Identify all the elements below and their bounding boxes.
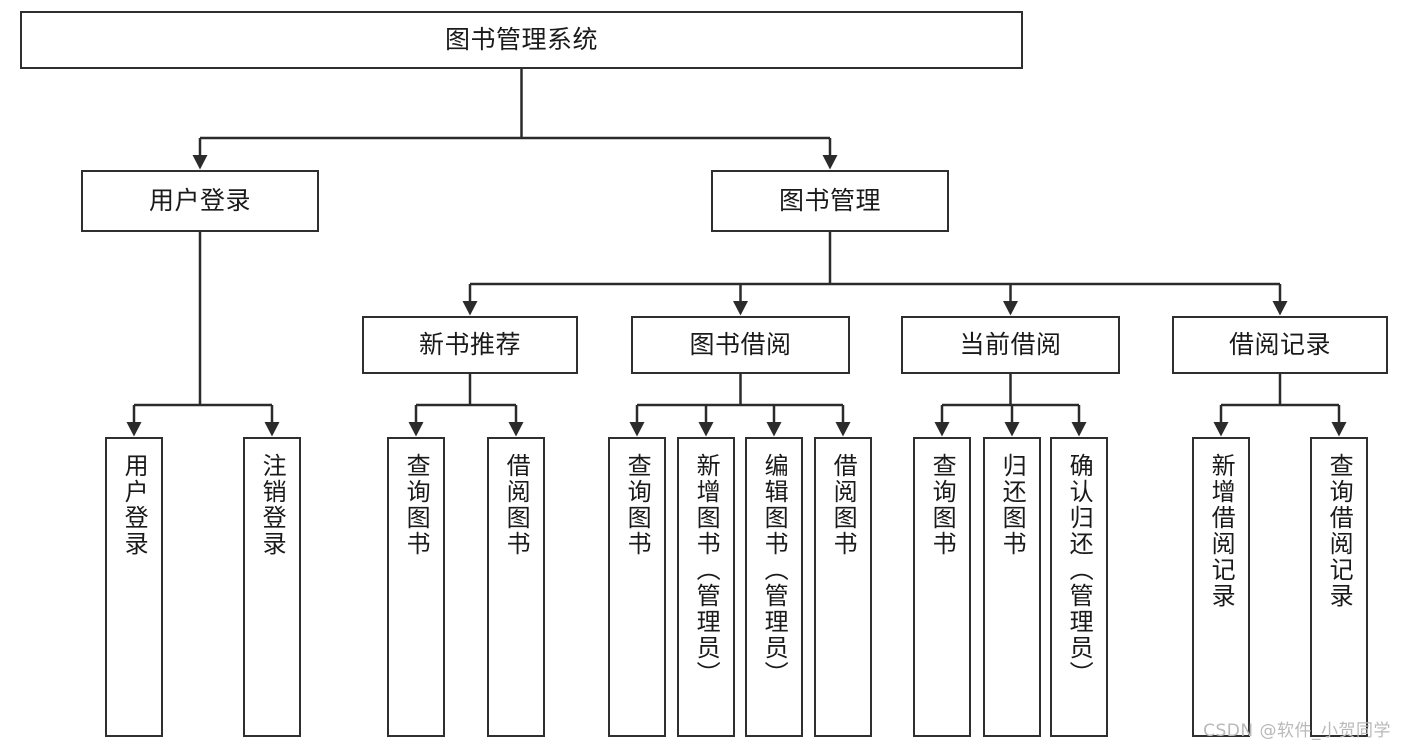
node-label: 查询图书 xyxy=(928,453,957,557)
node-records[interactable]: 借阅记录 xyxy=(1172,316,1388,374)
node-leaf-query-book-2[interactable]: 查询图书 xyxy=(608,437,666,737)
node-label: 查询借阅记录 xyxy=(1325,453,1354,609)
node-leaf-logout[interactable]: 注销登录 xyxy=(243,437,301,737)
node-label: 图书借阅 xyxy=(689,330,792,360)
node-leaf-borrow-book-2[interactable]: 借阅图书 xyxy=(814,437,872,737)
node-label: 新增借阅记录 xyxy=(1207,453,1236,609)
arrowhead-icon xyxy=(698,422,714,437)
node-leaf-query-book-3[interactable]: 查询图书 xyxy=(913,437,971,737)
arrowhead-icon xyxy=(733,301,748,316)
node-label: 当前借阅 xyxy=(959,330,1062,360)
node-label: 注销登录 xyxy=(258,453,287,557)
node-leaf-edit-book[interactable]: 编辑图书（管理员） xyxy=(745,437,803,737)
node-label: 图书管理系统 xyxy=(444,25,598,55)
arrowhead-icon xyxy=(1004,422,1020,437)
node-label: 借阅图书 xyxy=(502,453,531,557)
arrowhead-icon xyxy=(508,422,524,437)
node-label: 新书推荐 xyxy=(418,330,521,360)
arrowhead-icon xyxy=(766,422,782,437)
arrowhead-icon xyxy=(1003,301,1018,316)
arrowhead-icon xyxy=(629,422,645,437)
node-borrow[interactable]: 图书借阅 xyxy=(631,316,850,374)
node-label: 用户登录 xyxy=(148,186,251,216)
arrowhead-icon xyxy=(934,422,950,437)
arrowhead-icon xyxy=(1331,422,1347,437)
arrowhead-icon xyxy=(1071,422,1087,437)
node-label: 借阅图书 xyxy=(829,453,858,557)
node-bookmgmt[interactable]: 图书管理 xyxy=(711,170,949,232)
node-label: 用户登录 xyxy=(120,453,149,557)
node-label: 查询图书 xyxy=(402,453,431,557)
node-current[interactable]: 当前借阅 xyxy=(901,316,1120,374)
arrowhead-icon xyxy=(1213,422,1229,437)
node-label: 归还图书 xyxy=(998,453,1027,557)
arrowhead-icon xyxy=(462,301,478,316)
arrowhead-icon xyxy=(408,422,424,437)
arrowhead-icon xyxy=(192,155,208,170)
node-label: 编辑图书（管理员） xyxy=(760,453,789,687)
node-label: 借阅记录 xyxy=(1228,330,1331,360)
node-leaf-borrow-book-1[interactable]: 借阅图书 xyxy=(487,437,545,737)
node-leaf-add-book[interactable]: 新增图书（管理员） xyxy=(677,437,735,737)
arrowhead-icon xyxy=(835,422,851,437)
node-leaf-query-record[interactable]: 查询借阅记录 xyxy=(1310,437,1368,737)
arrowhead-icon xyxy=(1272,301,1288,316)
watermark: CSDN @软件_小贺同学 xyxy=(1203,721,1391,741)
node-root[interactable]: 图书管理系统 xyxy=(20,11,1023,69)
node-label: 新增图书（管理员） xyxy=(692,453,721,687)
node-leaf-add-record[interactable]: 新增借阅记录 xyxy=(1192,437,1250,737)
node-leaf-confirm-return[interactable]: 确认归还（管理员） xyxy=(1050,437,1108,737)
node-label: 查询图书 xyxy=(623,453,652,557)
node-leaf-return-book[interactable]: 归还图书 xyxy=(983,437,1041,737)
node-leaf-query-book-1[interactable]: 查询图书 xyxy=(387,437,445,737)
arrowhead-icon xyxy=(126,422,142,437)
node-label: 图书管理 xyxy=(778,186,881,216)
node-label: 确认归还（管理员） xyxy=(1065,453,1094,687)
node-newbook[interactable]: 新书推荐 xyxy=(362,316,578,374)
node-login[interactable]: 用户登录 xyxy=(81,170,319,232)
arrowhead-icon xyxy=(822,155,838,170)
arrowhead-icon xyxy=(264,422,280,437)
node-leaf-user-login[interactable]: 用户登录 xyxy=(105,437,163,737)
